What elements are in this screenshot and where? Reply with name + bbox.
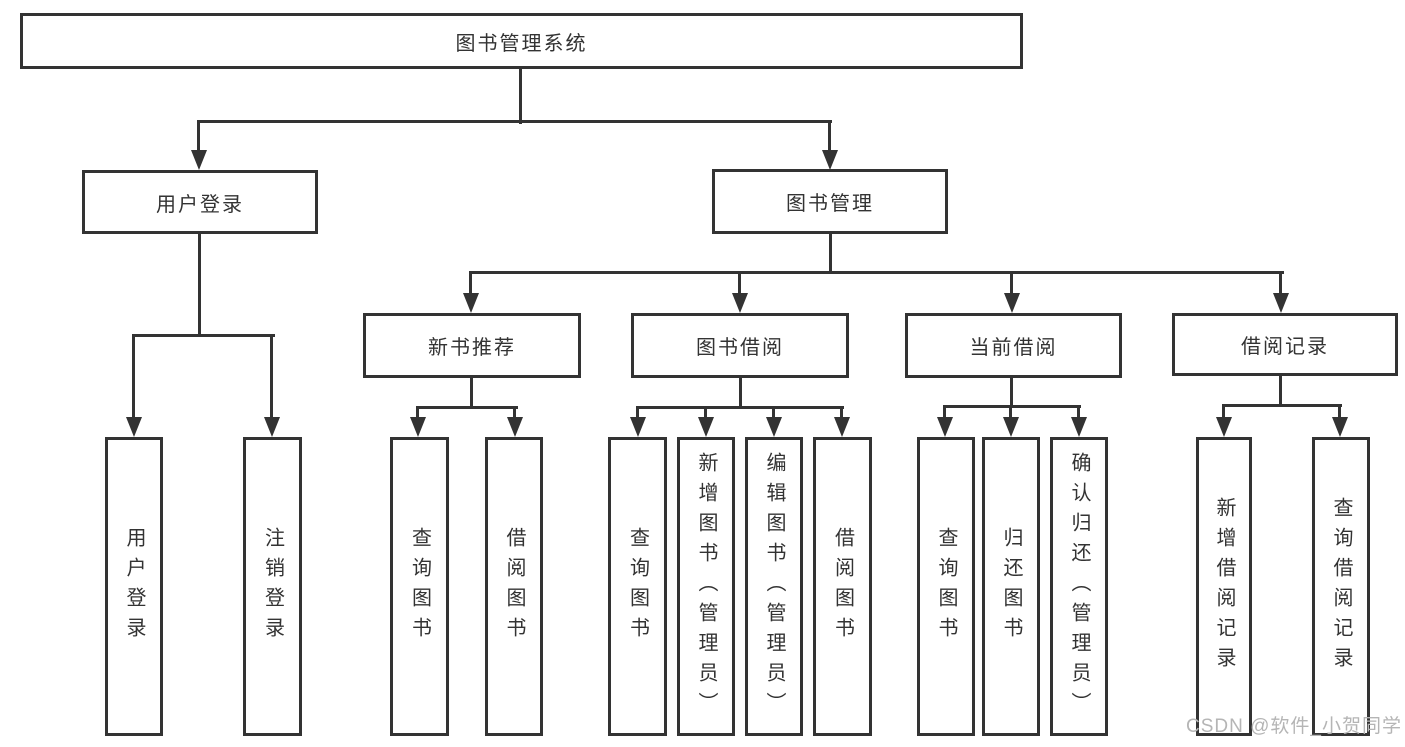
connector-line [944, 405, 1081, 408]
leaf-add-borrow-record: 新增借阅记录 [1196, 437, 1252, 736]
connector-line [417, 406, 518, 409]
node-label: 新书推荐 [428, 337, 516, 359]
node-user-login: 用户登录 [82, 170, 318, 234]
leaf-label: 编辑图书（管理员） [763, 451, 785, 722]
leaf-confirm-return-admin: 确认归还（管理员） [1050, 437, 1108, 736]
leaf-label: 查询借阅记录 [1330, 496, 1352, 677]
connector-line [829, 231, 832, 274]
watermark: CSDN @软件_小贺同学 [1186, 716, 1402, 737]
node-label: 借阅记录 [1241, 336, 1329, 358]
arrowhead-down-icon [698, 417, 714, 437]
arrowhead-down-icon [410, 417, 426, 437]
connector-line [519, 66, 522, 124]
connector-line [198, 120, 832, 123]
leaf-label: 确认归还（管理员） [1068, 451, 1090, 722]
arrowhead-down-icon [937, 417, 953, 437]
node-label: 当前借阅 [969, 337, 1058, 359]
connector-line [1010, 271, 1013, 307]
connector-line [738, 271, 741, 307]
leaf-return-books: 归还图书 [982, 437, 1040, 736]
connector-line [1279, 271, 1282, 307]
node-book-management: 图书管理 [712, 169, 948, 234]
arrowhead-down-icon [507, 417, 523, 437]
arrowhead-down-icon [264, 417, 280, 437]
leaf-label: 注销登录 [261, 526, 284, 647]
connector-line [132, 334, 135, 431]
leaf-recommend-query-books: 查询图书 [390, 437, 449, 736]
connector-line [470, 271, 1284, 274]
arrowhead-down-icon [126, 417, 142, 437]
leaf-label: 归还图书 [1000, 526, 1022, 647]
connector-line [1223, 404, 1342, 407]
leaf-label: 查询图书 [935, 526, 957, 647]
node-current-borrow: 当前借阅 [905, 313, 1122, 378]
arrowhead-down-icon [191, 150, 207, 170]
arrowhead-down-icon [1004, 293, 1020, 313]
leaf-user-login: 用户登录 [105, 437, 163, 736]
arrowhead-down-icon [1003, 417, 1019, 437]
connector-line [469, 271, 472, 307]
arrowhead-down-icon [732, 293, 748, 313]
leaf-current-query-books: 查询图书 [917, 437, 975, 736]
leaf-recommend-borrow-books: 借阅图书 [485, 437, 543, 736]
arrowhead-down-icon [1216, 417, 1232, 437]
leaf-label: 用户登录 [123, 526, 145, 647]
arrowhead-down-icon [630, 417, 646, 437]
node-label: 图书借阅 [696, 337, 784, 359]
arrowhead-down-icon [822, 150, 838, 170]
arrowhead-down-icon [463, 293, 479, 313]
leaf-label: 查询图书 [408, 526, 431, 647]
connector-line [1010, 375, 1013, 408]
connector-line [637, 406, 844, 409]
leaf-logout: 注销登录 [243, 437, 302, 736]
leaf-label: 借阅图书 [503, 526, 525, 647]
leaf-borrow-query-books: 查询图书 [608, 437, 667, 736]
arrowhead-down-icon [1273, 293, 1289, 313]
leaf-borrow-borrow-books: 借阅图书 [813, 437, 872, 736]
connector-line [470, 375, 473, 409]
connector-line [828, 120, 831, 164]
leaf-label: 借阅图书 [831, 526, 854, 647]
leaf-label: 新增图书（管理员） [695, 451, 717, 722]
node-book-borrow: 图书借阅 [631, 313, 849, 378]
node-label: 图书管理系统 [455, 32, 588, 55]
node-label: 用户登录 [156, 193, 244, 216]
node-root-system: 图书管理系统 [20, 13, 1023, 69]
connector-line [197, 120, 200, 164]
arrowhead-down-icon [766, 417, 782, 437]
arrowhead-down-icon [834, 417, 850, 437]
leaf-edit-books-admin: 编辑图书（管理员） [745, 437, 803, 736]
leaf-label: 查询图书 [626, 526, 649, 647]
arrowhead-down-icon [1071, 417, 1087, 437]
leaf-label: 新增借阅记录 [1213, 496, 1235, 677]
connector-line [133, 334, 275, 337]
node-borrow-records: 借阅记录 [1172, 313, 1398, 376]
arrowhead-down-icon [1332, 417, 1348, 437]
connector-line [739, 375, 742, 409]
connector-line [198, 231, 201, 337]
connector-line [270, 334, 273, 431]
connector-line [1279, 374, 1282, 407]
node-new-book-recommend: 新书推荐 [363, 313, 581, 378]
leaf-query-borrow-record: 查询借阅记录 [1312, 437, 1370, 736]
node-label: 图书管理 [786, 193, 874, 215]
leaf-add-books-admin: 新增图书（管理员） [677, 437, 735, 736]
